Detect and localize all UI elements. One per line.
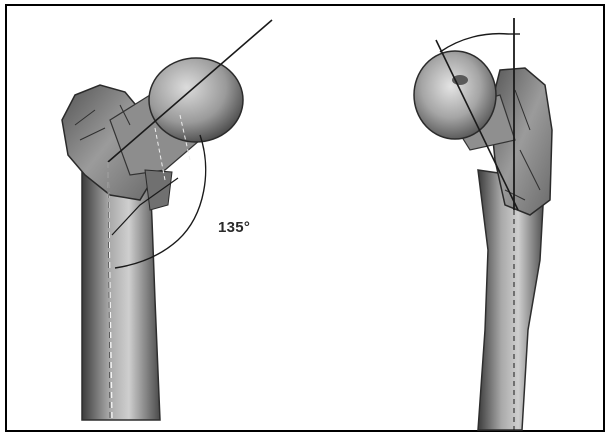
lesser-trochanter — [145, 170, 172, 210]
angle-label: 135° — [218, 219, 250, 236]
femoral-head — [414, 51, 496, 139]
femoral-head — [149, 58, 243, 142]
